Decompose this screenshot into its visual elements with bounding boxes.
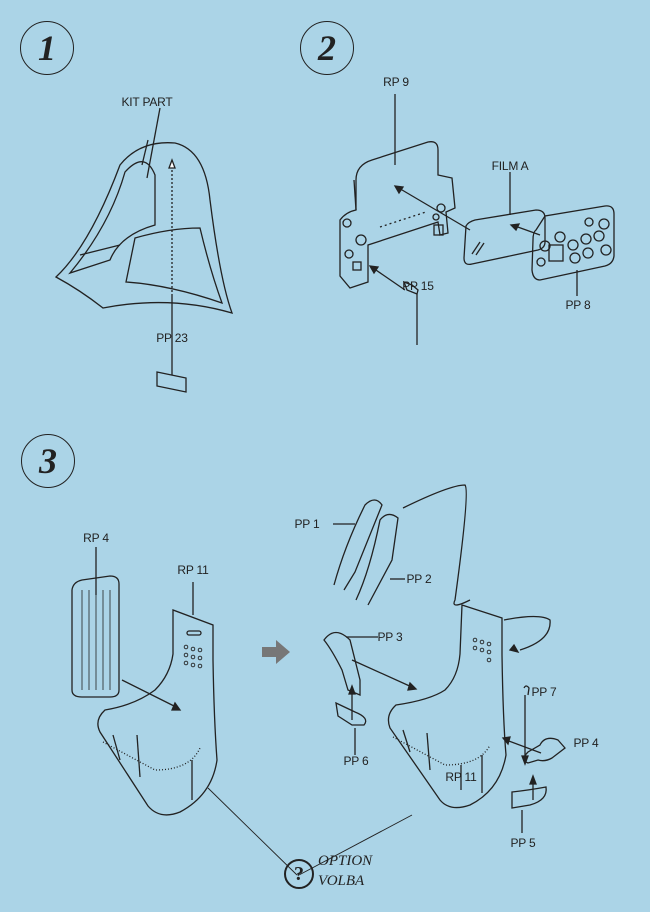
instrument-panel-drawing: [339, 94, 615, 345]
label-rp11-right: RP 11: [445, 770, 477, 784]
label-pp8: PP 8: [565, 298, 591, 312]
label-pp4: PP 4: [573, 736, 599, 750]
label-rp9: RP 9: [383, 75, 409, 89]
seat-left-drawing: [71, 547, 298, 876]
canopy-kit-part-drawing: [54, 107, 234, 393]
label-rp11-left: RP 11: [177, 563, 209, 577]
harness-and-seat-right-drawing: [298, 484, 566, 876]
step-3-badge: 3: [21, 434, 75, 488]
label-pp7: PP 7: [531, 685, 557, 699]
question-circle-icon: ?: [284, 859, 314, 889]
label-pp3: PP 3: [377, 630, 403, 644]
label-pp2: PP 2: [406, 572, 432, 586]
label-film-a: FILM A: [491, 159, 529, 173]
volba-label: VOLBA: [318, 873, 365, 889]
next-arrow-icon: [262, 640, 290, 664]
label-pp23: PP 23: [156, 331, 188, 345]
step-2-badge: 2: [300, 21, 354, 75]
label-kit-part: KIT PART: [121, 95, 173, 109]
label-rp4: RP 4: [83, 531, 109, 545]
label-pp6: PP 6: [343, 754, 369, 768]
label-pp5: PP 5: [510, 836, 536, 850]
gauge-dials: [536, 217, 612, 267]
label-pp1: PP 1: [294, 517, 320, 531]
label-pp15: PP 15: [402, 279, 434, 293]
option-label: OPTION: [318, 853, 373, 869]
step-1-badge: 1: [20, 21, 74, 75]
